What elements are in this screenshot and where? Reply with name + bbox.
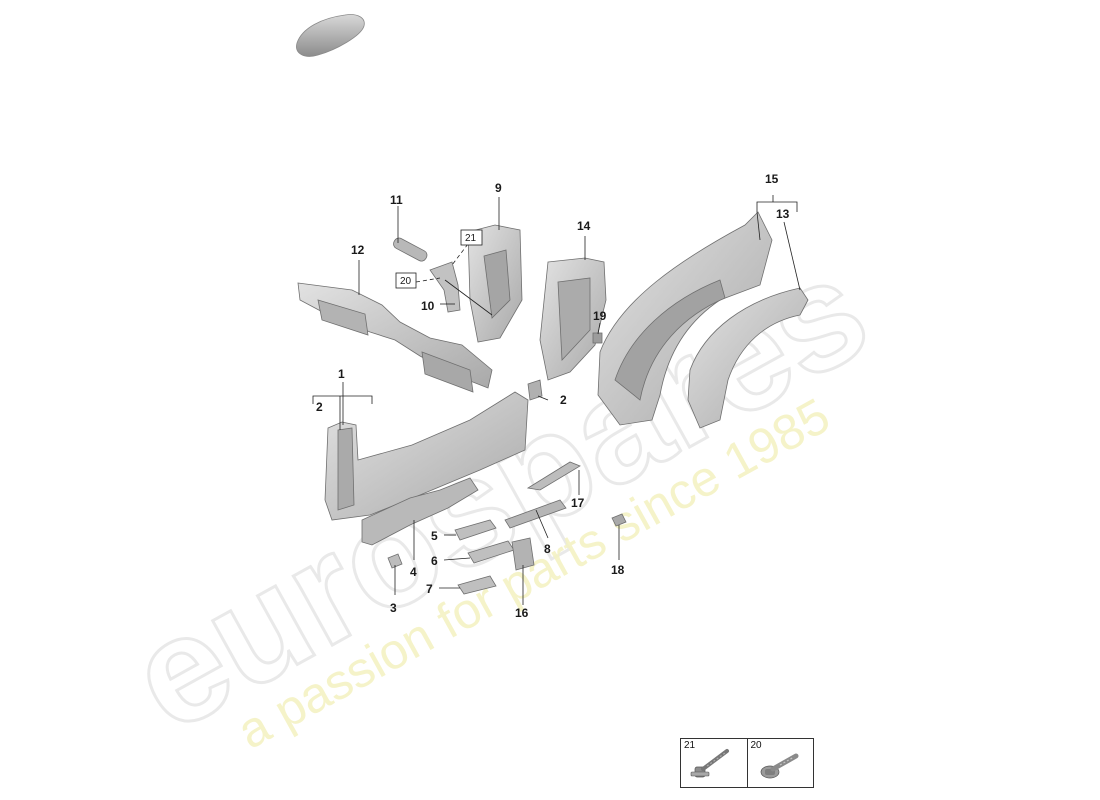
callout-20: 20 (400, 276, 412, 287)
bolt-icon (690, 749, 729, 778)
part-strip-8 (504, 499, 567, 529)
part-plate-3 (387, 553, 403, 569)
callouts: 1 2 2 3 4 5 6 7 8 9 10 11 12 13 14 15 16… (316, 172, 790, 620)
callout-21: 21 (465, 233, 477, 244)
part-plate-7 (457, 575, 497, 595)
callout-2-right: 2 (560, 393, 567, 407)
callout-16: 16 (515, 606, 529, 620)
callout-15: 15 (765, 172, 779, 186)
callout-19: 19 (593, 309, 607, 323)
legend-cell-20: 20 (746, 739, 814, 787)
boxed-callouts: 21 20 (395, 229, 483, 289)
leader-lines (312, 195, 801, 605)
callout-1: 1 (338, 367, 345, 381)
screw-icon (760, 753, 798, 779)
parts-group (297, 211, 809, 595)
callout-5: 5 (431, 529, 438, 543)
part-crossmember (297, 282, 493, 393)
callout-17: 17 (571, 496, 585, 510)
part-wheel-arch-13 (687, 287, 809, 429)
callout-6: 6 (431, 554, 438, 568)
part-tube (393, 237, 428, 262)
part-clip-19 (592, 332, 603, 344)
part-inner-sill (361, 477, 479, 546)
part-bracket (429, 261, 461, 313)
part-small-18 (611, 513, 627, 527)
callout-10: 10 (421, 299, 435, 313)
part-strip-17 (526, 461, 581, 491)
callout-2-left: 2 (316, 400, 323, 414)
vehicle-thumbnail (296, 14, 365, 57)
callout-8: 8 (544, 542, 551, 556)
callout-11: 11 (390, 193, 403, 207)
callout-18: 18 (611, 563, 625, 577)
callout-12: 12 (351, 243, 365, 257)
part-side-sill (324, 391, 529, 521)
part-bracket-16 (511, 537, 535, 571)
fastener-legend: 21 20 (680, 738, 814, 788)
callout-7: 7 (426, 582, 433, 596)
legend-cell-21: 21 (681, 739, 747, 787)
callout-4: 4 (410, 565, 417, 579)
part-plate-5 (454, 519, 497, 541)
callout-14: 14 (577, 219, 591, 233)
legend-number-20: 20 (750, 740, 762, 751)
legend-number-21: 21 (684, 740, 696, 751)
callout-3: 3 (390, 601, 397, 615)
part-bracket-2 (527, 379, 543, 401)
callout-13: 13 (776, 207, 790, 221)
callout-9: 9 (495, 181, 502, 195)
